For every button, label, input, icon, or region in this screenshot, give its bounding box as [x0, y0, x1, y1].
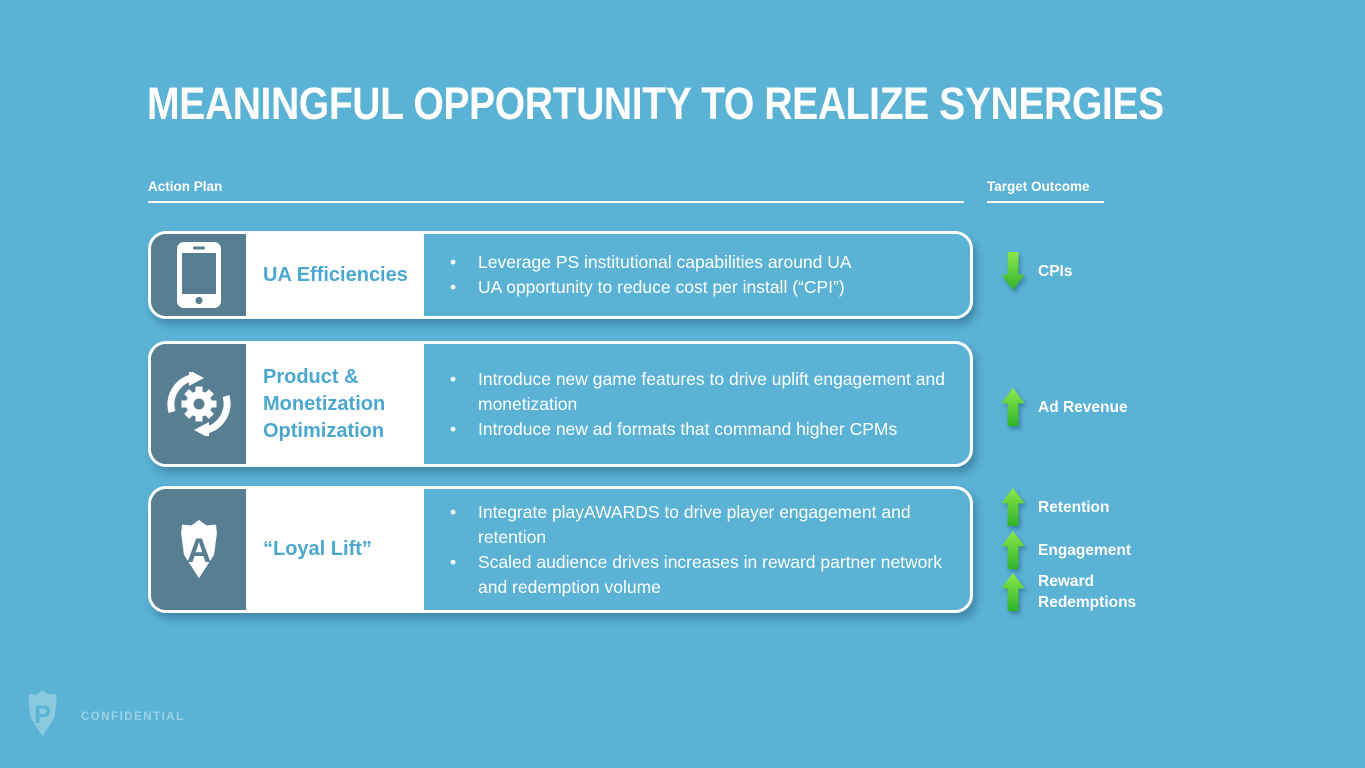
slide-title: MEANINGFUL OPPORTUNITY TO REALIZE SYNERG…: [147, 78, 1164, 129]
bullet-item: Leverage PS institutional capabilities a…: [450, 250, 956, 275]
bullet-item: Introduce new ad formats that command hi…: [450, 417, 956, 442]
outcome-reward-redemptions: Reward Redemptions: [1001, 571, 1150, 613]
action-plan-header: Action Plan: [148, 179, 964, 203]
card-bullets: Leverage PS institutional capabilities a…: [424, 234, 970, 316]
action-card-loyal-lift: A “Loyal Lift” Integrate playAWARDS to d…: [148, 486, 973, 613]
card-label-panel: “Loyal Lift”: [246, 489, 424, 610]
arrow-down-icon: [1001, 252, 1025, 290]
action-plan-label: Action Plan: [148, 179, 223, 194]
optimization-cycle-icon: [151, 344, 246, 464]
card-label: UA Efficiencies: [263, 263, 408, 286]
card-label-panel: UA Efficiencies: [246, 234, 424, 316]
outcome-ad-revenue: Ad Revenue: [1001, 388, 1128, 426]
confidential-label: CONFIDENTIAL: [81, 711, 185, 723]
card-label: “Loyal Lift”: [263, 538, 372, 560]
outcome-cpis: CPIs: [1001, 252, 1072, 290]
bullet-item: Scaled audience drives increases in rewa…: [450, 550, 956, 600]
action-card-product-monetization: Product & Monetization Optimization Intr…: [148, 341, 973, 467]
shield-letter: A: [186, 532, 211, 570]
outcome-label: CPIs: [1038, 262, 1073, 280]
target-outcome-label: Target Outcome: [987, 179, 1090, 194]
outcome-label: Retention: [1038, 498, 1110, 516]
outcome-label: Ad Revenue: [1038, 398, 1128, 416]
card-label-panel: Product & Monetization Optimization: [246, 344, 424, 464]
card-label: Product & Monetization Optimization: [263, 365, 386, 442]
arrow-up-icon: [1001, 573, 1025, 611]
card-bullets: Introduce new game features to drive upl…: [424, 344, 970, 464]
outcome-label: Engagement: [1038, 541, 1132, 559]
card-bullets: Integrate playAWARDS to drive player eng…: [424, 489, 970, 610]
arrow-up-icon: [1001, 388, 1025, 426]
outcome-engagement: Engagement: [1001, 531, 1131, 569]
outcome-retention: Retention: [1001, 488, 1109, 526]
bullet-item: Introduce new game features to drive upl…: [450, 367, 956, 417]
bullet-item: UA opportunity to reduce cost per instal…: [450, 275, 956, 300]
arrow-up-icon: [1001, 531, 1025, 569]
smartphone-icon: [151, 234, 246, 316]
target-outcome-header: Target Outcome: [987, 179, 1104, 203]
outcome-label: Reward Redemptions: [1038, 573, 1137, 611]
playstudios-shield-logo: P: [20, 688, 65, 745]
arrow-up-icon: [1001, 488, 1025, 526]
footer-logo-letter: P: [34, 701, 51, 729]
action-card-ua-efficiencies: UA Efficiencies Leverage PS institutiona…: [148, 231, 973, 319]
bullet-item: Integrate playAWARDS to drive player eng…: [450, 500, 956, 550]
playawards-shield-icon: A: [151, 489, 246, 610]
